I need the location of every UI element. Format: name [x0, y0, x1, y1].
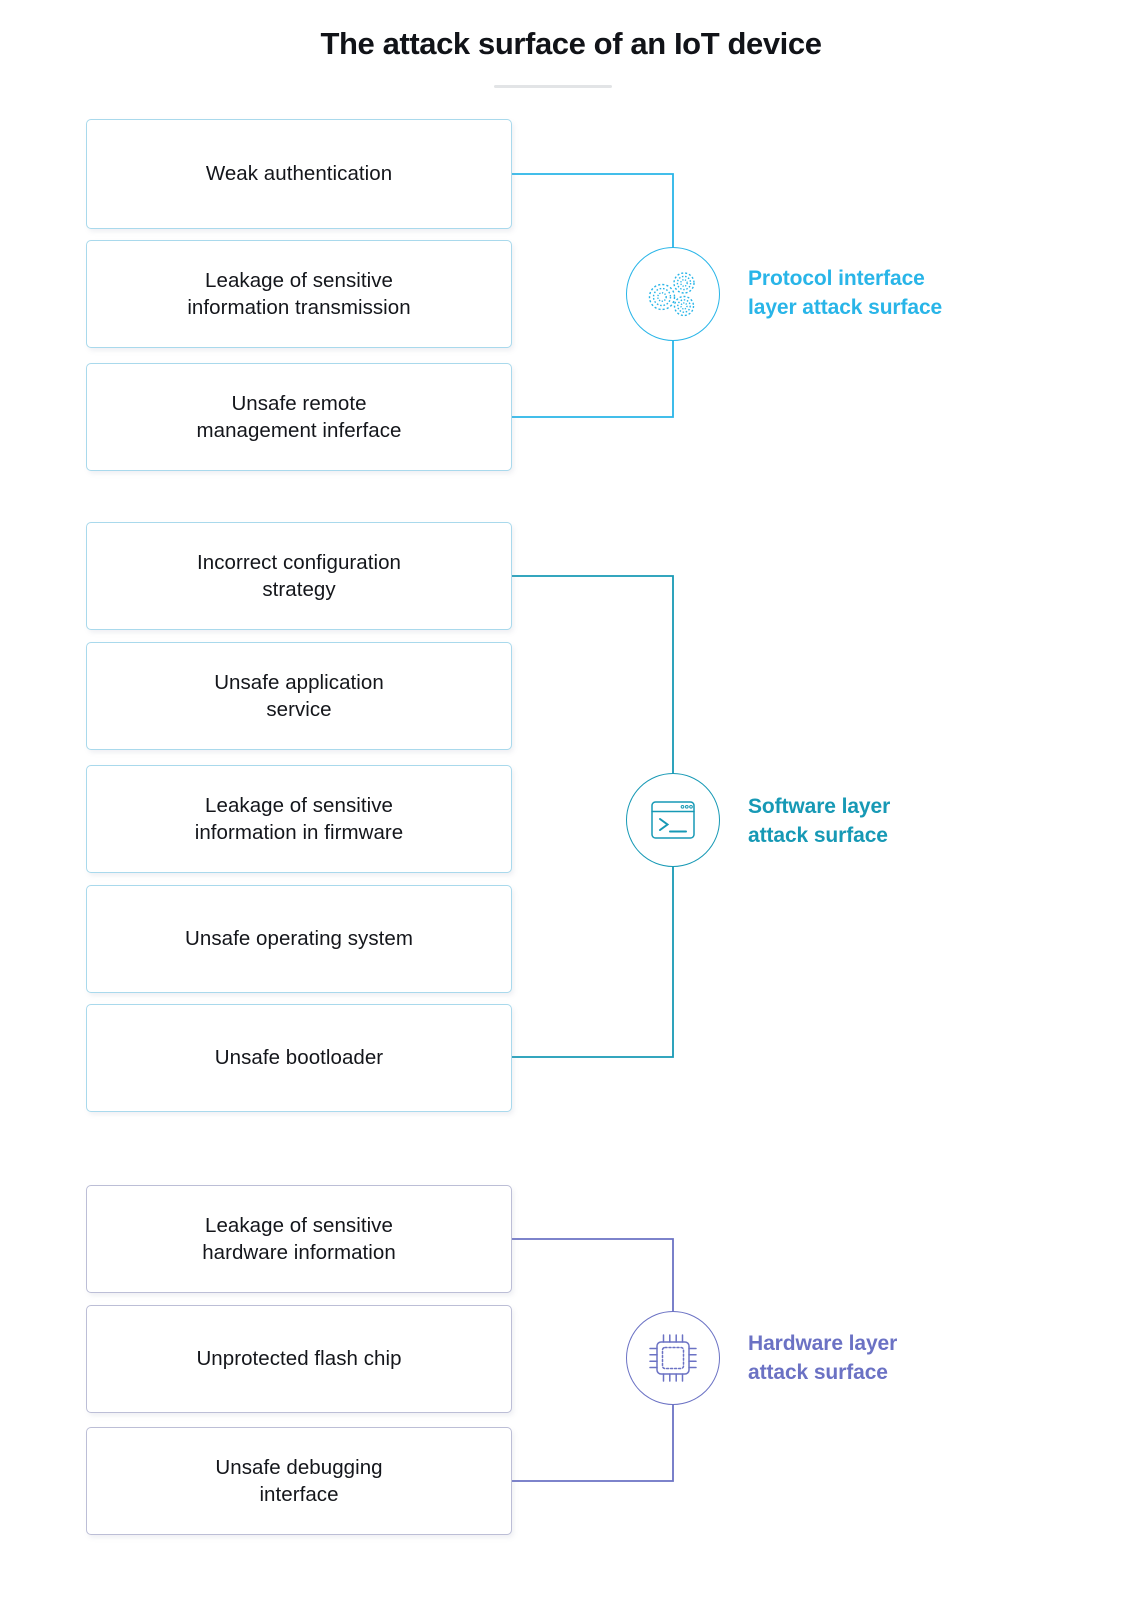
attack-box-label: Unsafe debugging interface — [215, 1455, 383, 1506]
gears-icon — [648, 272, 695, 317]
attack-box-label: Leakage of sensitive information in firm… — [194, 793, 404, 844]
group-label-protocol: Protocol interface layer attack surface — [748, 267, 943, 319]
icon-circle — [626, 247, 720, 341]
title-divider — [494, 85, 612, 88]
attack-box[interactable]: Unsafe debugging interface — [86, 1427, 512, 1535]
attack-box[interactable]: Unsafe operating system — [86, 885, 512, 993]
attack-box-label: Leakage of sensitive information transmi… — [187, 268, 411, 319]
microchip-icon — [649, 1334, 697, 1382]
group-label-hardware: Hardware layer attack surface — [748, 1332, 898, 1384]
attack-box[interactable]: Unprotected flash chip — [86, 1305, 512, 1413]
attack-box[interactable]: Unsafe remote management inferface — [86, 363, 512, 471]
group-icon-hardware[interactable] — [626, 1311, 720, 1405]
page-title: The attack surface of an IoT device — [320, 26, 822, 61]
attack-box[interactable]: Leakage of sensitive hardware informatio… — [86, 1185, 512, 1293]
terminal-icon — [651, 801, 695, 839]
attack-box-label: Weak authentication — [205, 162, 393, 186]
attack-box-label: Unsafe application service — [214, 670, 384, 721]
icon-circle — [626, 1311, 720, 1405]
attack-box-label: Unsafe operating system — [185, 927, 413, 951]
icon-circle — [626, 773, 720, 867]
attack-box-label: Unprotected flash chip — [196, 1347, 402, 1371]
attack-box[interactable]: Incorrect configuration strategy — [86, 522, 512, 630]
attack-box-label: Unsafe remote management inferface — [196, 391, 402, 442]
group-icon-software[interactable] — [626, 773, 720, 867]
attack-box[interactable]: Leakage of sensitive information in firm… — [86, 765, 512, 873]
attack-box[interactable]: Unsafe bootloader — [86, 1004, 512, 1112]
attack-box-label: Unsafe bootloader — [214, 1046, 384, 1070]
attack-box[interactable]: Leakage of sensitive information transmi… — [86, 240, 512, 348]
group-label-software: Software layer attack surface — [748, 795, 891, 847]
group-icon-protocol[interactable] — [626, 247, 720, 341]
attack-box[interactable]: Weak authentication — [86, 119, 512, 229]
attack-box-label: Leakage of sensitive hardware informatio… — [202, 1213, 396, 1264]
attack-box-label: Incorrect configuration strategy — [197, 550, 401, 601]
attack-box[interactable]: Unsafe application service — [86, 642, 512, 750]
